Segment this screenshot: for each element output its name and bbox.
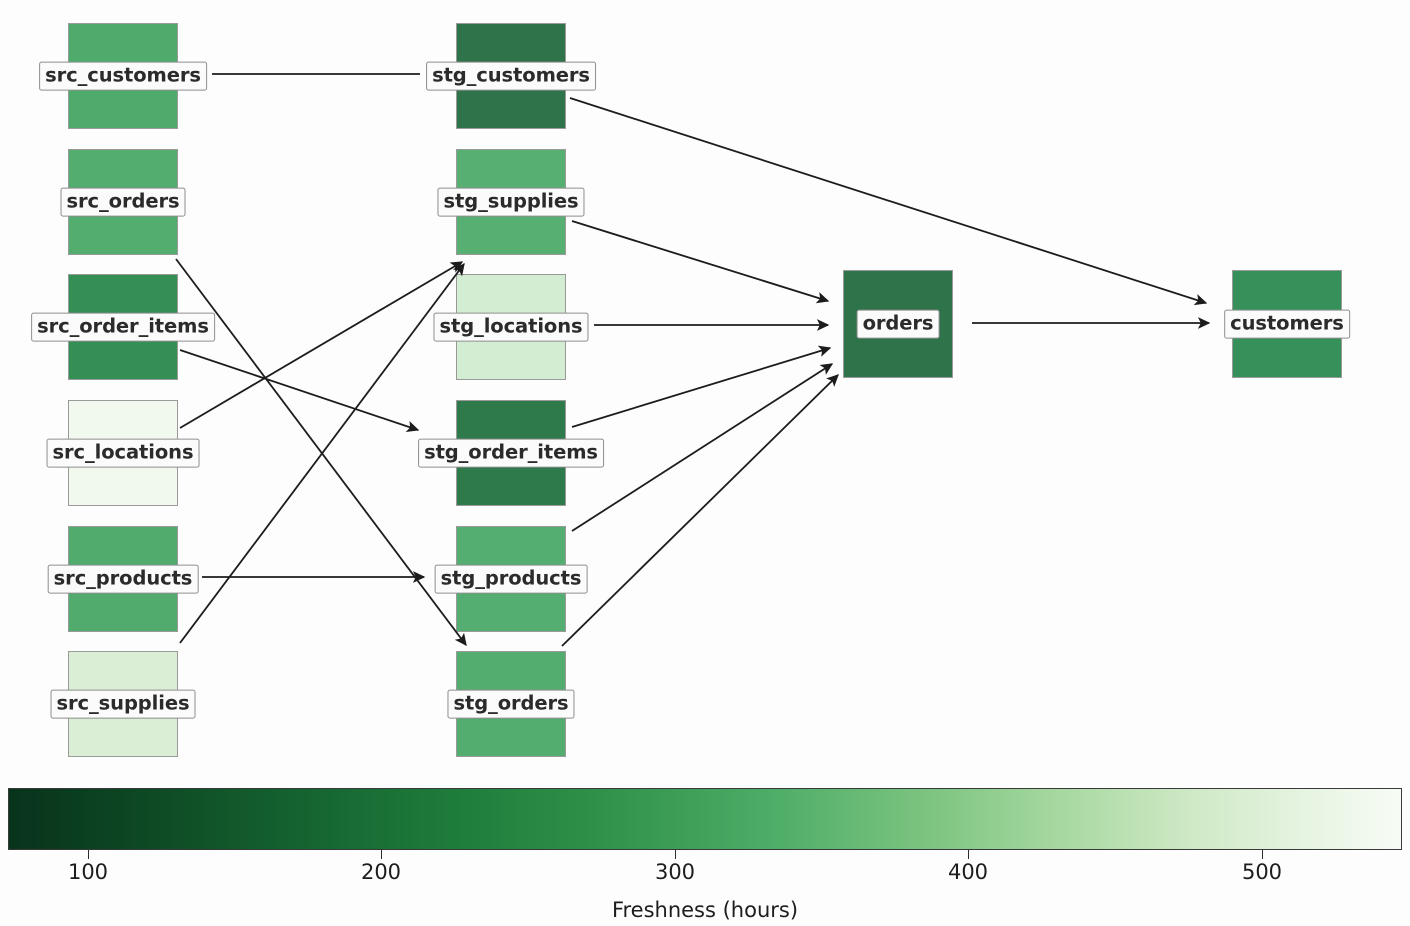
colorbar-gradient [8,788,1402,850]
node-label-src_customers: src_customers [39,61,207,91]
edge-stg_supplies-to-orders [571,220,830,304]
colorbar-ticks: 100 200 300 400 500 [0,850,1410,890]
node-label-stg_products: stg_products [434,564,588,594]
node-label-src_supplies: src_supplies [50,689,196,719]
node-label-stg_orders: stg_orders [447,689,575,719]
node-label-stg_locations: stg_locations [433,312,589,342]
node-label-src_orders: src_orders [60,187,186,217]
edge-layer [175,73,1211,647]
node-label-stg_customers: stg_customers [426,61,596,91]
colorbar-tickmark-300 [675,850,677,859]
edge-src_order_items-to-stg_order_items [179,349,420,433]
edges [175,73,1211,647]
colorbar-ticklabel-100: 100 [67,860,109,884]
colorbar-ticklabel-500: 500 [1241,860,1283,884]
edge-stg_customers-to-customers [569,97,1208,306]
colorbar-tickmark-100 [88,850,90,859]
edge-stg_order_items-to-orders [571,345,832,428]
colorbar-tickmark-400 [968,850,970,859]
edge-src_supplies-to-stg_supplies [179,262,465,644]
colorbar-tickmark-200 [381,850,383,859]
node-label-stg_order_items: stg_order_items [418,438,604,468]
edge-stg_products-to-orders [571,363,834,532]
colorbar-ticklabel-400: 400 [947,860,989,884]
colorbar: 100 200 300 400 500 Freshness (hours) [0,786,1410,926]
node-label-stg_supplies: stg_supplies [437,187,585,217]
node-label-src_locations: src_locations [46,438,200,468]
node-label-src_order_items: src_order_items [31,312,215,342]
colorbar-ticklabel-200: 200 [360,860,402,884]
node-label-customers: customers [1224,309,1350,339]
colorbar-label: Freshness (hours) [611,898,799,922]
node-label-src_products: src_products [47,564,199,594]
colorbar-tickmark-500 [1262,850,1264,859]
colorbar-ticklabel-300: 300 [654,860,696,884]
edge-stg_orders-to-orders [561,374,839,647]
edge-src_locations-to-stg_locations [179,261,464,429]
node-label-orders: orders [856,309,940,339]
